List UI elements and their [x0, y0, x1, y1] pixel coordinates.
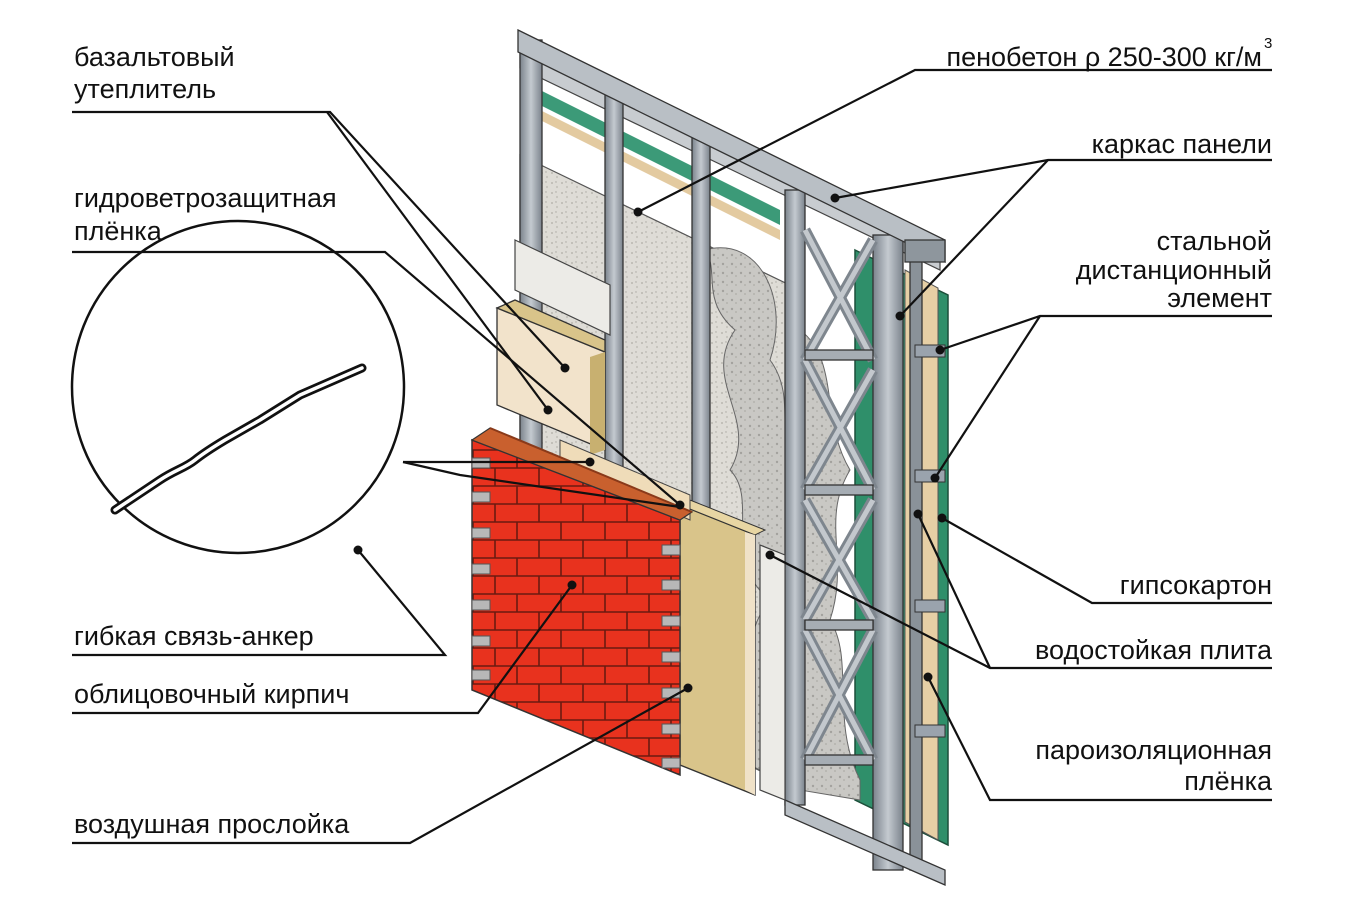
- label-drywall: гипсокартон: [1120, 570, 1272, 600]
- tie-detail-inset: [70, 219, 406, 555]
- label-steel-spacer-1: стальной: [1157, 226, 1272, 256]
- label-air-gap: воздушная прослойка: [74, 809, 350, 839]
- label-vapor-membrane-2: плёнка: [1184, 766, 1273, 796]
- basalt-insulation-lower: [679, 504, 756, 796]
- label-foam-concrete-sup: 3: [1264, 35, 1272, 52]
- leader-lines: [72, 68, 1272, 845]
- labels-left: базальтовый утеплитель гидроветрозащитна…: [74, 42, 350, 839]
- label-steel-spacer-3: элемент: [1167, 283, 1272, 313]
- label-wind-membrane-2: плёнка: [74, 216, 163, 246]
- label-waterproof-board: водостойкая плита: [1035, 635, 1273, 665]
- label-foam-concrete: пенобетон ρ 250-300 кг/м: [946, 42, 1262, 72]
- label-steel-spacer-2: дистанционный: [1076, 255, 1272, 285]
- wall-assembly: [470, 28, 949, 886]
- brick-cladding: [470, 427, 694, 777]
- label-basalt-insulation-1: базальтовый: [74, 42, 235, 72]
- label-facing-brick: облицовочный кирпич: [74, 679, 349, 709]
- label-wind-membrane-1: гидроветрозащитная: [74, 183, 337, 213]
- label-panel-frame: каркас панели: [1092, 129, 1272, 159]
- label-vapor-membrane-1: пароизоляционная: [1035, 735, 1272, 765]
- waterproof-board-layer: [759, 544, 786, 801]
- label-basalt-insulation-2: утеплитель: [74, 74, 216, 104]
- label-flexible-tie: гибкая связь-анкер: [74, 621, 314, 651]
- labels-right: пенобетон ρ 250-300 кг/м 3 каркас панели…: [946, 35, 1272, 796]
